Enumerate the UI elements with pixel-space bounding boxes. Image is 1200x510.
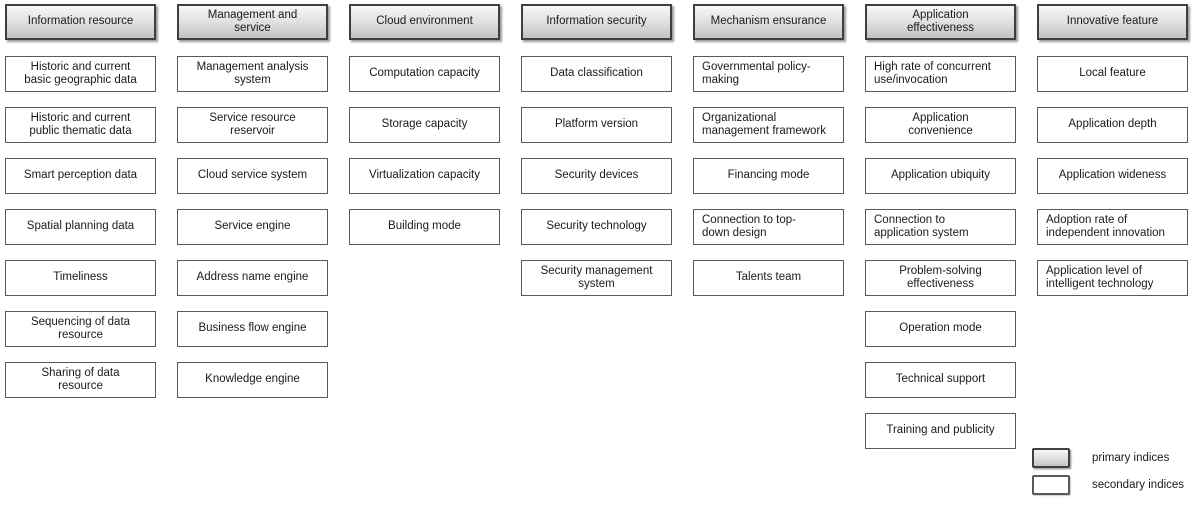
secondary-index-problem-solving-effectiveness: Problem-solving effectiveness (865, 260, 1016, 296)
secondary-index-local-feature: Local feature (1037, 56, 1188, 92)
secondary-indices-swatch (1032, 475, 1070, 495)
secondary-index-address-name-engine: Address name engine (177, 260, 328, 296)
secondary-index-governmental-policy-making: Governmental policy- making (693, 56, 844, 92)
secondary-index-management-analysis-system: Management analysis system (177, 56, 328, 92)
secondary-indices-label: secondary indices (1092, 478, 1185, 491)
secondary-index-training-and-publicity: Training and publicity (865, 413, 1016, 449)
secondary-index-smart-perception-data: Smart perception data (5, 158, 156, 194)
secondary-index-sequencing-of-data-resource: Sequencing of data resource (5, 311, 156, 347)
secondary-index-data-classification: Data classification (521, 56, 672, 92)
secondary-index-connection-to-top-down-design: Connection to top- down design (693, 209, 844, 245)
primary-indices-label: primary indices (1092, 451, 1170, 464)
secondary-index-application-depth: Application depth (1037, 107, 1188, 143)
secondary-index-application-ubiquity: Application ubiquity (865, 158, 1016, 194)
primary-index-application-effectiveness: Application effectiveness (865, 4, 1016, 40)
legend: primary indices secondary indices (1032, 448, 1184, 502)
secondary-index-financing-mode: Financing mode (693, 158, 844, 194)
primary-index-information-security: Information security (521, 4, 672, 40)
secondary-index-technical-support: Technical support (865, 362, 1016, 398)
secondary-index-computation-capacity: Computation capacity (349, 56, 500, 92)
secondary-index-cloud-service-system: Cloud service system (177, 158, 328, 194)
legend-row-primary: primary indices (1032, 448, 1184, 468)
secondary-index-storage-capacity: Storage capacity (349, 107, 500, 143)
secondary-index-building-mode: Building mode (349, 209, 500, 245)
secondary-index-timeliness: Timeliness (5, 260, 156, 296)
secondary-index-application-level-of-intelligent-technology: Application level of intelligent technol… (1037, 260, 1188, 296)
secondary-index-historic-and-current-public-thematic-data: Historic and current public thematic dat… (5, 107, 156, 143)
secondary-index-adoption-rate-of-independent-innovation: Adoption rate of independent innovation (1037, 209, 1188, 245)
legend-row-secondary: secondary indices (1032, 475, 1184, 495)
secondary-index-operation-mode: Operation mode (865, 311, 1016, 347)
secondary-index-virtualization-capacity: Virtualization capacity (349, 158, 500, 194)
secondary-index-service-engine: Service engine (177, 209, 328, 245)
secondary-index-platform-version: Platform version (521, 107, 672, 143)
primary-indices-swatch (1032, 448, 1070, 468)
secondary-index-service-resource-reservoir: Service resource reservoir (177, 107, 328, 143)
secondary-index-security-management-system: Security management system (521, 260, 672, 296)
secondary-index-spatial-planning-data: Spatial planning data (5, 209, 156, 245)
secondary-index-application-wideness: Application wideness (1037, 158, 1188, 194)
secondary-index-security-devices: Security devices (521, 158, 672, 194)
secondary-index-talents-team: Talents team (693, 260, 844, 296)
primary-index-information-resource: Information resource (5, 4, 156, 40)
secondary-index-business-flow-engine: Business flow engine (177, 311, 328, 347)
primary-index-management-and-service: Management and service (177, 4, 328, 40)
primary-index-innovative-feature: Innovative feature (1037, 4, 1188, 40)
secondary-index-connection-to-application-system: Connection to application system (865, 209, 1016, 245)
secondary-index-knowledge-engine: Knowledge engine (177, 362, 328, 398)
secondary-index-security-technology: Security technology (521, 209, 672, 245)
secondary-index-high-rate-of-concurrent-use-invocation: High rate of concurrent use/invocation (865, 56, 1016, 92)
secondary-index-historic-and-current-basic-geographic-data: Historic and current basic geographic da… (5, 56, 156, 92)
primary-index-mechanism-ensurance: Mechanism ensurance (693, 4, 844, 40)
secondary-index-organizational-management-framework: Organizational management framework (693, 107, 844, 143)
secondary-index-sharing-of-data-resource: Sharing of data resource (5, 362, 156, 398)
primary-index-cloud-environment: Cloud environment (349, 4, 500, 40)
secondary-index-application-convenience: Application convenience (865, 107, 1016, 143)
